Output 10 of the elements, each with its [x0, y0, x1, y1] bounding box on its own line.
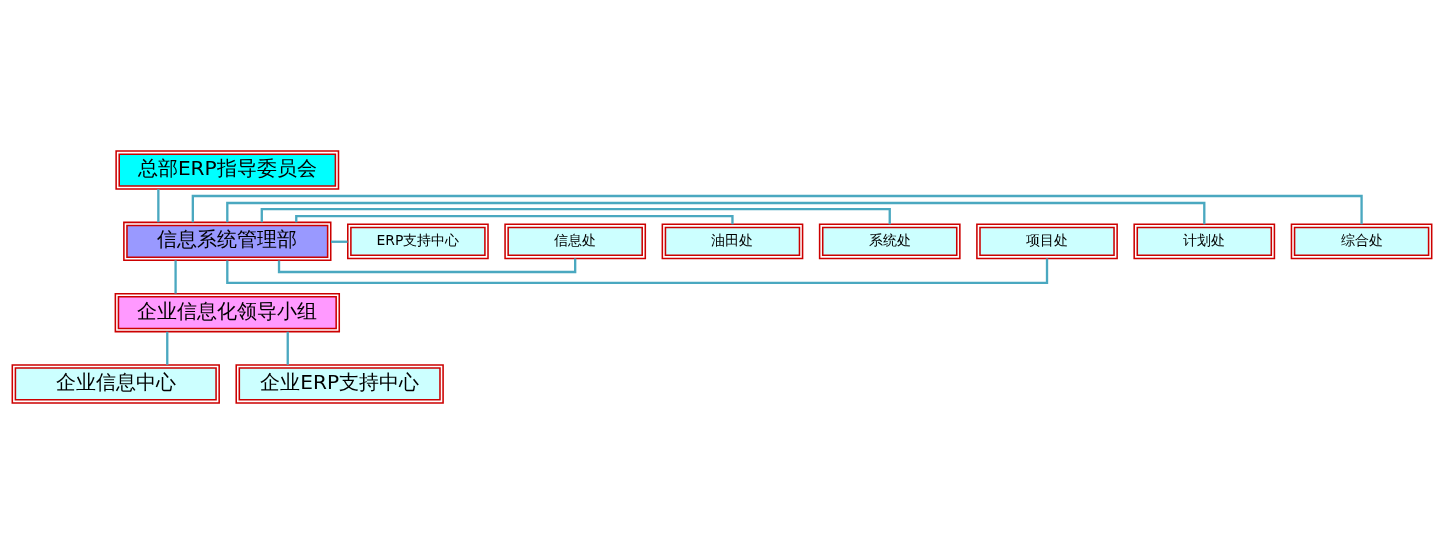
- connector: [226, 201, 1206, 224]
- connector: [260, 207, 891, 224]
- connector: [166, 331, 169, 365]
- connector: [295, 214, 734, 224]
- connector: [157, 188, 160, 222]
- connector: [286, 331, 289, 365]
- connector: [191, 194, 1363, 224]
- connector: [226, 257, 1049, 284]
- connector: [277, 257, 577, 273]
- connector: [174, 259, 177, 293]
